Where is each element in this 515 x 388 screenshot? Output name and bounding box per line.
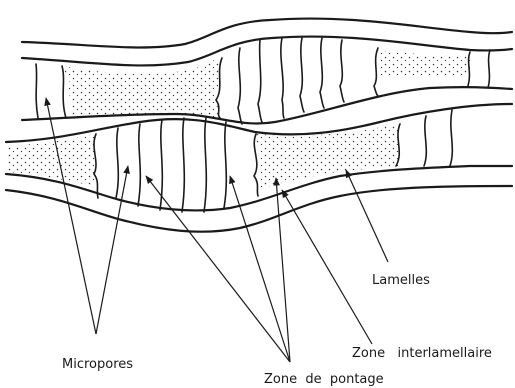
lamella: [238, 48, 242, 124]
lamella: [36, 64, 38, 118]
micropores-leader-2: [96, 166, 128, 334]
stipple-upper-left: [62, 58, 222, 118]
upper-layer-top-edge: [22, 19, 512, 48]
label-lamelles: Lamelles: [372, 273, 430, 288]
lamella: [204, 118, 206, 212]
lamella: [374, 48, 378, 96]
pontage-leader-2: [230, 176, 290, 362]
lamella: [450, 110, 452, 166]
lamella: [424, 116, 426, 166]
pontage-leader-3: [276, 178, 290, 362]
lamella: [94, 134, 98, 198]
lamella: [224, 122, 226, 208]
stipple-upper-right: [378, 50, 470, 76]
lamella: [182, 118, 184, 212]
lamella: [340, 40, 344, 102]
lamella: [258, 40, 262, 122]
label-zone-de-pontage: Zone de pontage: [264, 372, 384, 387]
lamella: [62, 66, 66, 118]
micropores-leader-1: [46, 98, 96, 334]
lamella: [281, 38, 284, 118]
lamelles-leader: [346, 170, 388, 262]
lamella: [320, 38, 324, 108]
interlamellaire-leader: [282, 190, 372, 344]
labels: Lamelles Micropores Zone de pontage Zone…: [62, 273, 492, 387]
lamella: [300, 38, 304, 112]
label-zone-interlamellaire: Zone interlamellaire: [352, 346, 492, 361]
pontage-leader-1: [146, 176, 290, 362]
lamella: [138, 124, 140, 206]
lamella: [116, 128, 118, 198]
lamella: [488, 50, 490, 88]
lower-layer-outer-edge: [6, 186, 512, 232]
label-micropores: Micropores: [62, 357, 133, 372]
